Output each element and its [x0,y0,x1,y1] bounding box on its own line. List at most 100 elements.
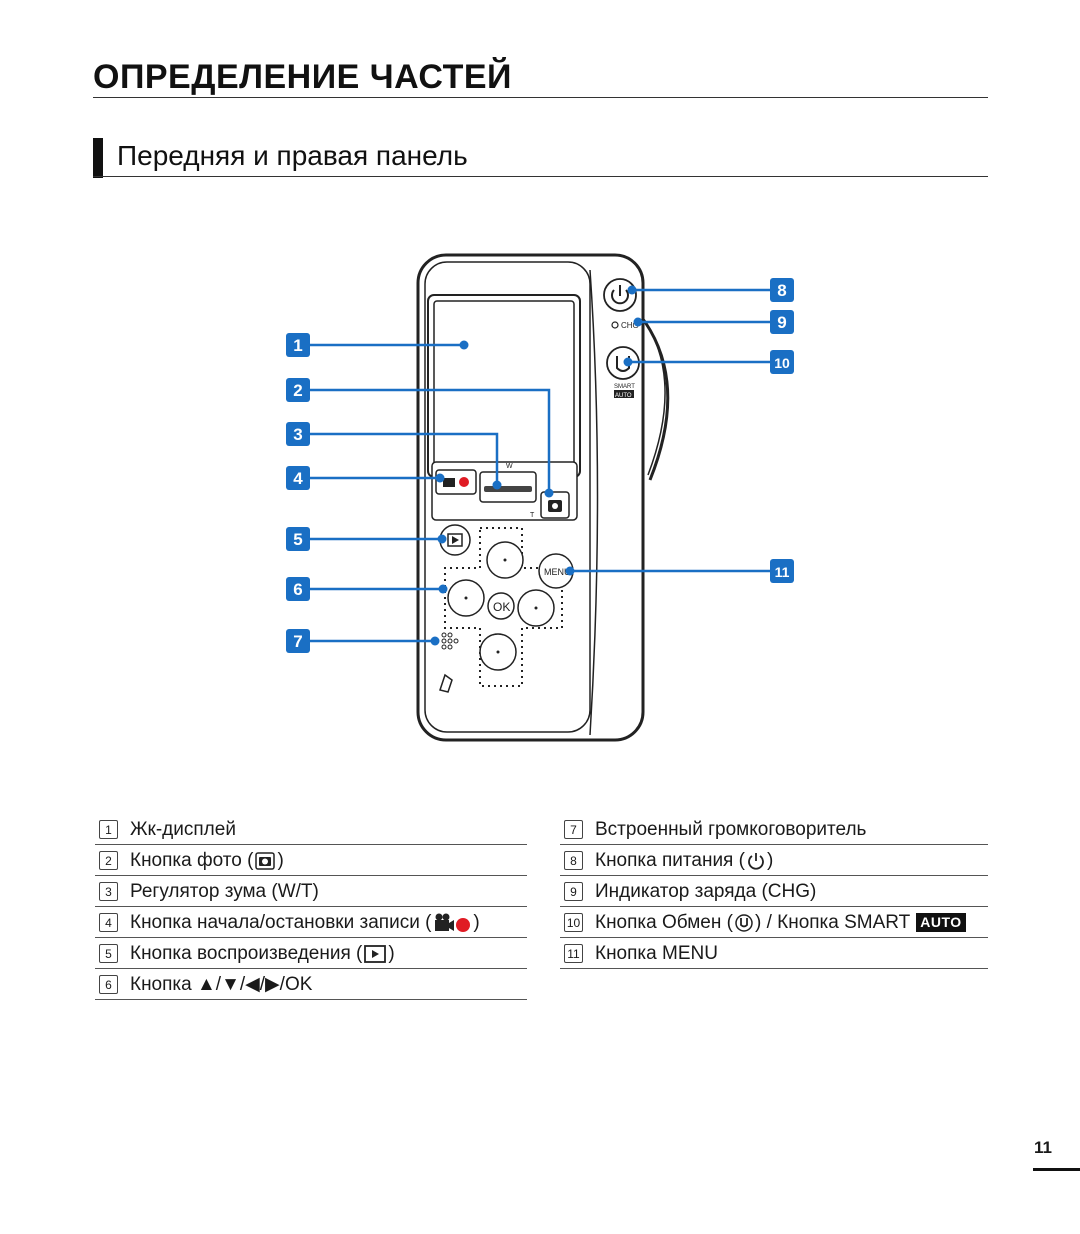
legend-text-suffix: ) [388,942,395,964]
legend-number: 7 [564,820,583,839]
ok-button [487,592,515,620]
section-title: Передняя и правая панель [117,140,468,171]
leader-dot-8 [627,285,637,295]
share-icon [735,913,753,933]
callout-number-2: 2 [293,381,302,400]
legend-text: Кнопка питания ( [595,849,745,871]
legend-text: Встроенный громкоговоритель [595,818,867,840]
legend-text: Жк-дисплей [130,818,236,840]
smart-label: SMART [614,384,635,390]
callout-badge-3: 3 [286,422,310,446]
leader-dot-3 [492,480,502,490]
legend-text: Кнопка ▲/▼/◀/▶/OK [130,974,313,995]
callout-number-3: 3 [293,425,302,444]
legend-number: 6 [99,975,118,994]
legend-text-suffix: ) [277,849,284,871]
leader-dot-4 [435,473,445,483]
callout-badge-6: 6 [286,577,310,601]
leader-line-3 [310,432,499,485]
legend-item: 1 Жк-дисплей [95,815,527,845]
callout-badge-7: 7 [286,629,310,653]
leader-dot-1 [459,340,469,350]
leader-dot-5 [437,534,447,544]
legend-number: 2 [99,851,118,870]
leader-dot-6 [438,584,448,594]
callout-badge-1: 1 [286,333,310,357]
legend-item: 7 Встроенный громкоговоритель [560,815,988,845]
legend-right-column: 7 Встроенный громкоговоритель 8 Кнопка пита… [560,815,988,970]
callout-badge-4: 4 [286,466,310,490]
legend-number: 8 [564,851,583,870]
leader-line-2 [310,388,551,493]
power-icon [747,852,765,870]
callout-badge-10: 10 [770,350,794,374]
legend-text: Кнопка фото ( [130,849,254,871]
callout-number-9: 9 [777,313,786,332]
play-icon [364,944,387,963]
callout-number-8: 8 [777,281,786,300]
leader-dot-11 [565,566,575,576]
legend-item: 9 Индикатор заряда (CHG) [560,877,988,907]
legend-text: Кнопка воспроизведения ( [130,942,363,964]
section-marker [93,138,103,178]
record-button [435,469,477,495]
auto-badge: AUTO [916,913,966,932]
legend-number: 3 [99,882,118,901]
legend-text-suffix: ) [766,849,774,871]
record-icon [433,912,471,934]
leader-dot-10 [623,357,633,367]
auto-label: AUTO [615,393,632,399]
legend-number: 11 [564,944,583,963]
legend-number: 9 [564,882,583,901]
record-dot [459,477,469,487]
legend-text: Кнопка Обмен ( [595,911,733,933]
callout-number-6: 6 [293,580,302,599]
callout-badge-5: 5 [286,527,310,551]
callout-number-4: 4 [293,469,303,488]
speaker-grille [441,632,459,650]
page-number: 11 [1034,1138,1052,1157]
dpad-outline [444,527,563,687]
legend-item: 8 Кнопка питания () [560,846,988,876]
ok-label: OK [493,600,510,614]
page-title: ОПРЕДЕЛЕНИЕ ЧАСТЕЙ [93,58,512,96]
legend-number: 1 [99,820,118,839]
strap-hook [439,673,453,693]
callout-badge-8: 8 [770,278,794,302]
camera-icon [255,851,276,870]
legend-text: Индикатор заряда (CHG) [595,880,817,902]
legend-item: 5 Кнопка воспроизведения () [95,939,527,969]
legend-item: 3 Регулятор зума (W/T) [95,877,527,907]
leader-dot-2 [544,488,554,498]
legend-item: 10 Кнопка Обмен ( ) / Кнопка SMART AUTO [560,908,988,938]
leader-dot-7 [430,636,440,646]
legend-text: Регулятор зума (W/T) [130,880,319,902]
legend-number: 4 [99,913,118,932]
callout-badge-2: 2 [286,378,310,402]
callout-number-1: 1 [293,336,302,355]
legend-item: 2 Кнопка фото () [95,846,527,876]
chg-led [611,321,619,329]
legend-item: 6 Кнопка ▲/▼/◀/▶/OK [95,970,527,1000]
legend-number: 10 [564,913,583,932]
legend-text: Кнопка MENU [595,942,718,964]
legend-left-column: 1 Жк-дисплей 2 Кнопка фото () 3 Регулятор зум… [95,815,527,1001]
lcd-screen [433,300,575,472]
callout-number-10: 10 [774,355,790,371]
legend-item: 11 Кнопка MENU [560,939,988,969]
legend-text-suffix: ) / Кнопка SMART [754,911,911,933]
leader-dot-9 [633,317,643,327]
legend-text: Кнопка начала/остановки записи ( [130,911,432,933]
zoom-w-label: W [506,463,513,470]
callout-number-7: 7 [293,632,302,651]
menu-label: MENU [544,567,571,577]
callout-number-11: 11 [775,564,790,580]
callout-badge-11: 11 [770,559,794,583]
section-divider [93,176,988,177]
legend-number: 5 [99,944,118,963]
zoom-t-label: T [530,512,535,519]
callout-number-5: 5 [293,530,302,549]
title-divider [93,97,988,98]
